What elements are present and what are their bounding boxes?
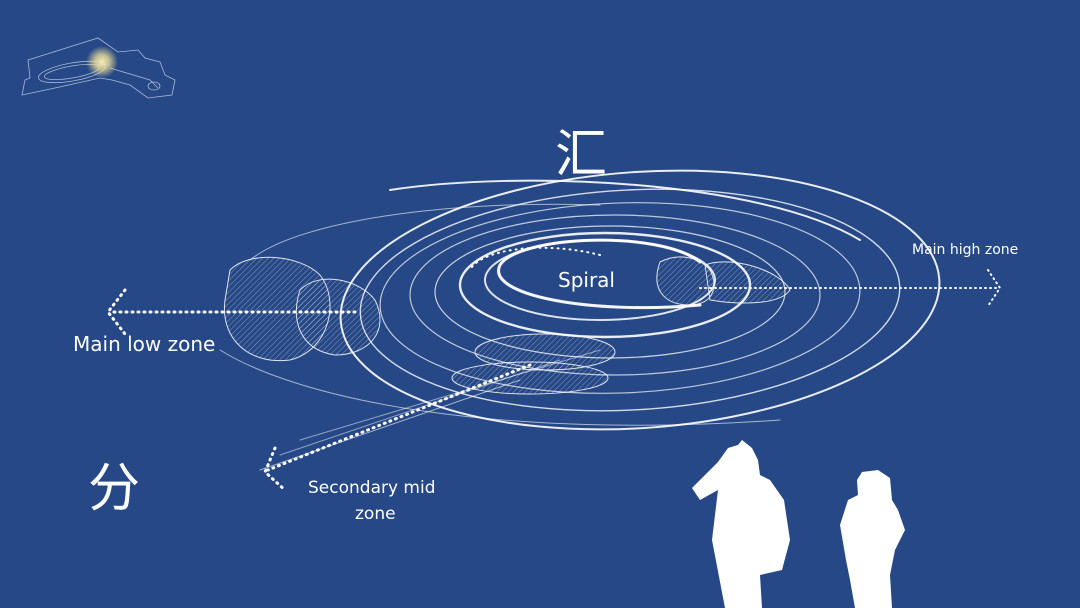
low-zone-blob-2 bbox=[295, 278, 381, 356]
label-main-low-zone: Main low zone bbox=[73, 332, 216, 356]
title-converge: 汇 bbox=[555, 125, 608, 185]
people-silhouettes bbox=[692, 440, 905, 608]
person-photographer-silhouette bbox=[692, 440, 790, 608]
flow-arrows bbox=[106, 246, 1002, 492]
label-secondary-mid-zone-2: zone bbox=[355, 504, 396, 524]
site-plan-thumbnail bbox=[21, 37, 176, 99]
arrow-inner-spiral bbox=[469, 246, 601, 271]
arrow-secondary-mid-head bbox=[263, 446, 287, 492]
arrow-main-high-head bbox=[987, 269, 1002, 307]
label-spiral: Spiral bbox=[558, 268, 615, 292]
zone-blobs bbox=[223, 256, 791, 395]
label-main-high-zone: Main high zone bbox=[912, 242, 1019, 258]
location-glow bbox=[86, 46, 118, 78]
arrow-secondary-mid bbox=[266, 363, 532, 472]
title-diverge: 分 bbox=[88, 459, 141, 519]
high-zone-blob-2 bbox=[704, 261, 791, 304]
mid-zone-blob-2 bbox=[451, 361, 609, 395]
person-woman-silhouette bbox=[840, 470, 905, 608]
label-secondary-mid-zone-1: Secondary mid bbox=[308, 478, 436, 498]
